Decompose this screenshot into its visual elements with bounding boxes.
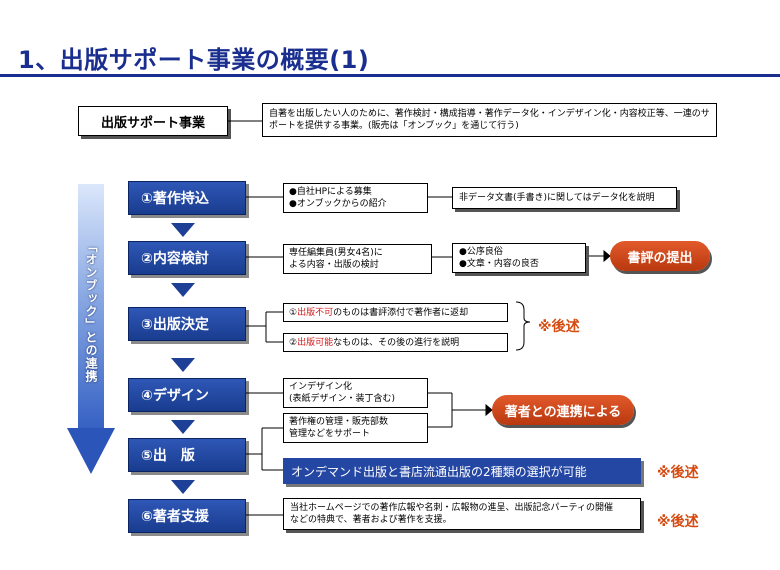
step-4-description-box: インデザイン化 (表紙デザイン・装丁含む): [283, 378, 428, 408]
business-connector: [228, 120, 262, 122]
step-1-source-2: ●オンブックからの紹介: [289, 199, 387, 209]
step-5-description-box: 著作権の管理・販売部数 管理などをサポート: [283, 413, 428, 443]
step-3-option-1-box: ①出版不可のものは書評添付で著作者に返却: [283, 303, 508, 322]
step-5-desc-line-2: 管理などをサポート: [289, 429, 371, 439]
author-collaboration-oval: 著者との連携による: [492, 395, 634, 425]
step-arrow-1: [171, 223, 195, 237]
step-3-later-note: ※後述: [538, 319, 580, 335]
step-2-criterion-2: ●文章・内容の良否: [459, 259, 539, 269]
page-title: 1、出版サポート事業の概要(1): [18, 46, 370, 74]
title-underline: [0, 74, 780, 77]
step-6-desc-line-1: 当社ホームページでの著作広報や名刺・広報物の進呈、出版記念パーティの開催: [290, 503, 614, 513]
review-submission-oval: 書評の提出: [610, 241, 710, 271]
step-3-box: ③出版決定: [128, 307, 246, 341]
step-6-later-note: ※後述: [657, 514, 699, 530]
step-arrow-5: [171, 480, 195, 494]
side-arrow-head: [67, 428, 115, 474]
step-5-box: ⑤出 版: [128, 438, 246, 472]
option-2-text: なものは、その後の進行を説明: [333, 338, 460, 348]
option-2-status: 出版可能: [297, 338, 334, 348]
business-label-box: 出版サポート事業: [78, 106, 228, 136]
step-4-box: ④デザイン: [128, 378, 246, 412]
step-2-criterion-1: ●公序良俗: [459, 247, 503, 257]
option-1-text: のものは書評添付で著作者に返却: [333, 308, 469, 318]
step-5-later-note: ※後述: [657, 465, 699, 481]
step-6-desc-line-2: などの特典で、著者および著作を支援。: [290, 515, 452, 525]
step-2-desc-line-1: 専任編集員(男女4名)に: [289, 248, 383, 258]
business-description: 自著を出版したい人のために、著作検討・構成指導・著作データ化・インデザイン化・内…: [262, 103, 717, 137]
step-arrow-2: [171, 283, 195, 297]
step-arrow-3: [171, 358, 195, 372]
step-4-desc-line-1: インデザイン化: [289, 382, 353, 392]
step-1-sources-box: ●自社HPによる募集 ●オンブックからの紹介: [283, 183, 428, 213]
option-1-number: ①: [289, 308, 298, 318]
step-5-desc-line-1: 著作権の管理・販売部数: [289, 417, 389, 427]
step-6-description-box: 当社ホームページでの著作広報や名刺・広報物の進呈、出版記念パーティの開催 などの…: [283, 498, 641, 530]
publishing-options-banner: オンデマンド出版と書店流通出版の2種類の選択が可能: [283, 458, 641, 484]
option-1-status: 出版不可: [297, 308, 334, 318]
step-1-box: ①著作持込: [128, 181, 246, 215]
step-2-description-box: 専任編集員(男女4名)に よる内容・出版の検討: [283, 244, 432, 274]
side-arrow-label: 「オンブック」との連携: [84, 240, 98, 383]
step-arrow-4: [171, 420, 195, 434]
step-1-source-1: ●自社HPによる募集: [289, 187, 372, 197]
option-2-number: ②: [289, 338, 298, 348]
step-4-desc-line-2: (表紙デザイン・装丁含む): [289, 394, 396, 404]
side-arrow-shaft: [78, 184, 104, 430]
step-2-box: ②内容検討: [128, 241, 246, 275]
step-2-criteria-box: ●公序良俗 ●文章・内容の良否: [452, 243, 586, 273]
step-6-box: ⑥著者支援: [128, 499, 246, 533]
step-3-option-2-box: ②出版可能なものは、その後の進行を説明: [283, 333, 508, 352]
step-2-desc-line-2: よる内容・出版の検討: [289, 260, 379, 270]
step-1-note-box: 非データ文書(手書き)に関してはデータ化を説明: [452, 187, 677, 209]
